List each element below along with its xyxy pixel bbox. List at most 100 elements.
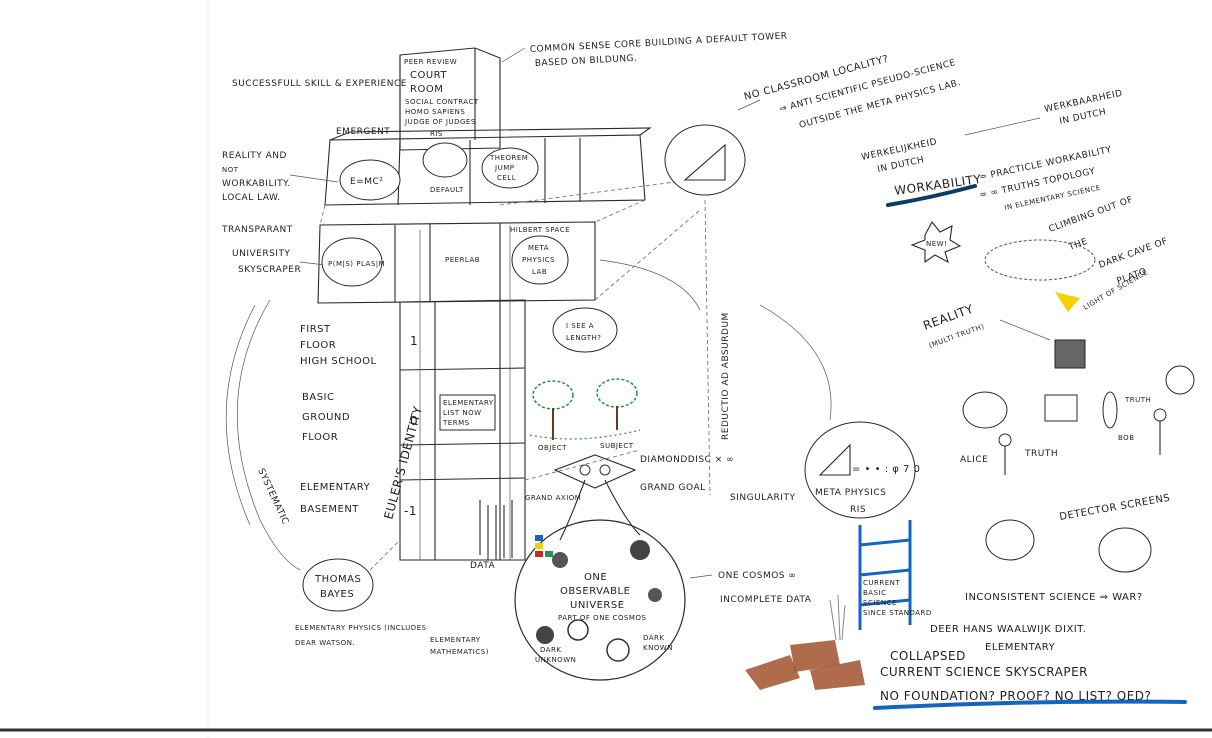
workability-underline	[886, 184, 977, 207]
meta-formula: = • • : φ 7 0	[852, 464, 920, 475]
marker-red	[535, 551, 543, 557]
screen-oval	[1102, 391, 1118, 429]
meta-lab-text: PHYSICS	[522, 256, 555, 264]
data-label: DATA	[470, 561, 496, 571]
meta-triangle	[818, 443, 851, 476]
universe-text: ONE	[584, 572, 607, 583]
truth-label-1: TRUTH	[1024, 449, 1058, 459]
pointer-line	[501, 47, 526, 63]
basement-label: ELEMENTARY	[300, 482, 371, 493]
trees: OBJECT SUBJECT	[529, 378, 641, 452]
marker-blue	[535, 535, 543, 541]
bob-label: BOB	[1118, 434, 1135, 442]
length-text: I SEE A	[566, 322, 594, 330]
alice-cloud	[962, 391, 1008, 429]
elem-list-text: LIST NOW	[443, 409, 482, 417]
elem-physics-line: DEAR WATSON.	[295, 639, 355, 647]
current-basic: SCIENCE	[863, 599, 897, 607]
current-basic: SINCE STANDARD	[863, 609, 932, 617]
dark-unknown: DARK	[540, 646, 562, 654]
alice-label: ALICE	[960, 455, 988, 465]
eye	[579, 464, 591, 476]
court-line: ROOM	[410, 84, 443, 95]
universe: ONE OBSERVABLE UNIVERSE PART OF ONE COSM…	[514, 454, 812, 681]
meta-arrow	[759, 304, 832, 421]
hans-label: DEER HANS WAALWIJK DIXIT.	[930, 624, 1086, 635]
court-line: JUDGE OF JUDGES	[404, 118, 476, 126]
subject-text: SUBJECT	[600, 442, 634, 450]
diamond-eye	[553, 454, 637, 489]
bayes-text: THOMAS	[314, 574, 361, 585]
meta-label: META PHYSICS	[815, 488, 886, 498]
court-line: RIS	[430, 130, 443, 138]
no-foundation: NO FOUNDATION? PROOF? NO LIST? QED?	[880, 689, 1151, 703]
skyscraper-label: SKYSCRAPER	[238, 265, 301, 275]
court-line: SOCIAL CONTRACT	[405, 98, 479, 106]
triangle	[683, 143, 726, 181]
floor-number-1: 1	[410, 334, 418, 348]
peerlab-text: PEERLAB	[445, 256, 480, 264]
universe-text: OBSERVABLE	[560, 586, 630, 597]
theorem-text: THEOREM	[489, 154, 528, 162]
floor-number-0: 0	[410, 414, 418, 428]
arrow	[737, 99, 761, 111]
elementary-list-box	[439, 394, 496, 431]
arrow	[999, 319, 1051, 341]
basement-label: BASEMENT	[300, 504, 359, 515]
dutch-arrow	[964, 117, 1041, 136]
arrow	[289, 174, 339, 183]
singularity: SINGULARITY	[730, 493, 795, 503]
new-burst	[910, 221, 962, 264]
rubble	[745, 655, 800, 690]
collapsed-label: CURRENT SCIENCE SKYSCRAPER	[880, 665, 1088, 679]
theorem-text: JUMP	[494, 164, 514, 172]
emc2-text: E=MC²	[350, 177, 383, 187]
universe-text: UNIVERSE	[570, 600, 625, 611]
arrow	[299, 261, 326, 266]
default-cloud	[422, 142, 468, 178]
ground-floor-label: BASIC	[302, 392, 334, 403]
bayes-text: BAYES	[320, 589, 354, 600]
planet	[630, 540, 650, 560]
first-floor-label: FIRST	[300, 324, 331, 335]
elem-above: ELEMENTARY	[985, 642, 1056, 653]
pm-cloud	[321, 237, 383, 287]
dark-planet	[567, 619, 589, 641]
ladder-rung	[859, 538, 911, 547]
object-text: OBJECT	[538, 444, 567, 452]
pm-text: P(M|S) PLAS|M	[328, 260, 385, 268]
reality-line: REALITY AND	[222, 151, 287, 161]
transparant-label: TRANSPARANT	[221, 225, 293, 235]
blue-underline	[873, 699, 1187, 710]
theorem-cloud	[481, 147, 539, 189]
bob-cloud	[1165, 365, 1195, 395]
university-label: UNIVERSITY	[232, 249, 290, 259]
incomplete-data: INCOMPLETE DATA	[720, 595, 812, 605]
cave	[984, 239, 1096, 281]
reductio-label: REDUCTIO AD ABSURDUM	[721, 312, 731, 440]
successfull-label: SUCCESSFULL SKILL & EXPERIENCE	[232, 79, 407, 89]
eye	[599, 464, 611, 476]
grass	[529, 429, 641, 440]
first-floor-label: HIGH SCHOOL	[300, 356, 377, 367]
elem-list-text: TERMS	[442, 419, 470, 427]
systematic-curve	[236, 299, 301, 571]
marker-yellow	[535, 543, 543, 549]
ladder-rung	[859, 598, 911, 607]
grand-axiom: GRAND AXIOM	[525, 494, 581, 502]
length-text: LENGTH?	[566, 334, 602, 342]
court-line: PEER REVIEW	[404, 58, 457, 66]
planet	[552, 552, 568, 568]
ladder-rung	[859, 568, 911, 577]
grand-goal: GRAND GOAL	[640, 483, 706, 493]
one-cosmos: ONE COSMOS ∞	[718, 571, 796, 581]
elem-list-text: ELEMENTARY	[443, 399, 494, 407]
tower-clouds: E=MC² DEFAULT THEOREM JUMP CELL P(M|S) P…	[321, 142, 618, 431]
collapsed-area: CURRENT BASIC SCIENCE SINCE STANDARD DEE…	[745, 520, 1187, 710]
meta-ris: RIS	[850, 505, 866, 515]
reality-line: NOT	[222, 166, 239, 174]
detector-cloud	[985, 519, 1035, 561]
marker-green	[545, 551, 553, 557]
emc2-cloud	[339, 159, 401, 201]
bayes-cloud	[302, 558, 374, 612]
